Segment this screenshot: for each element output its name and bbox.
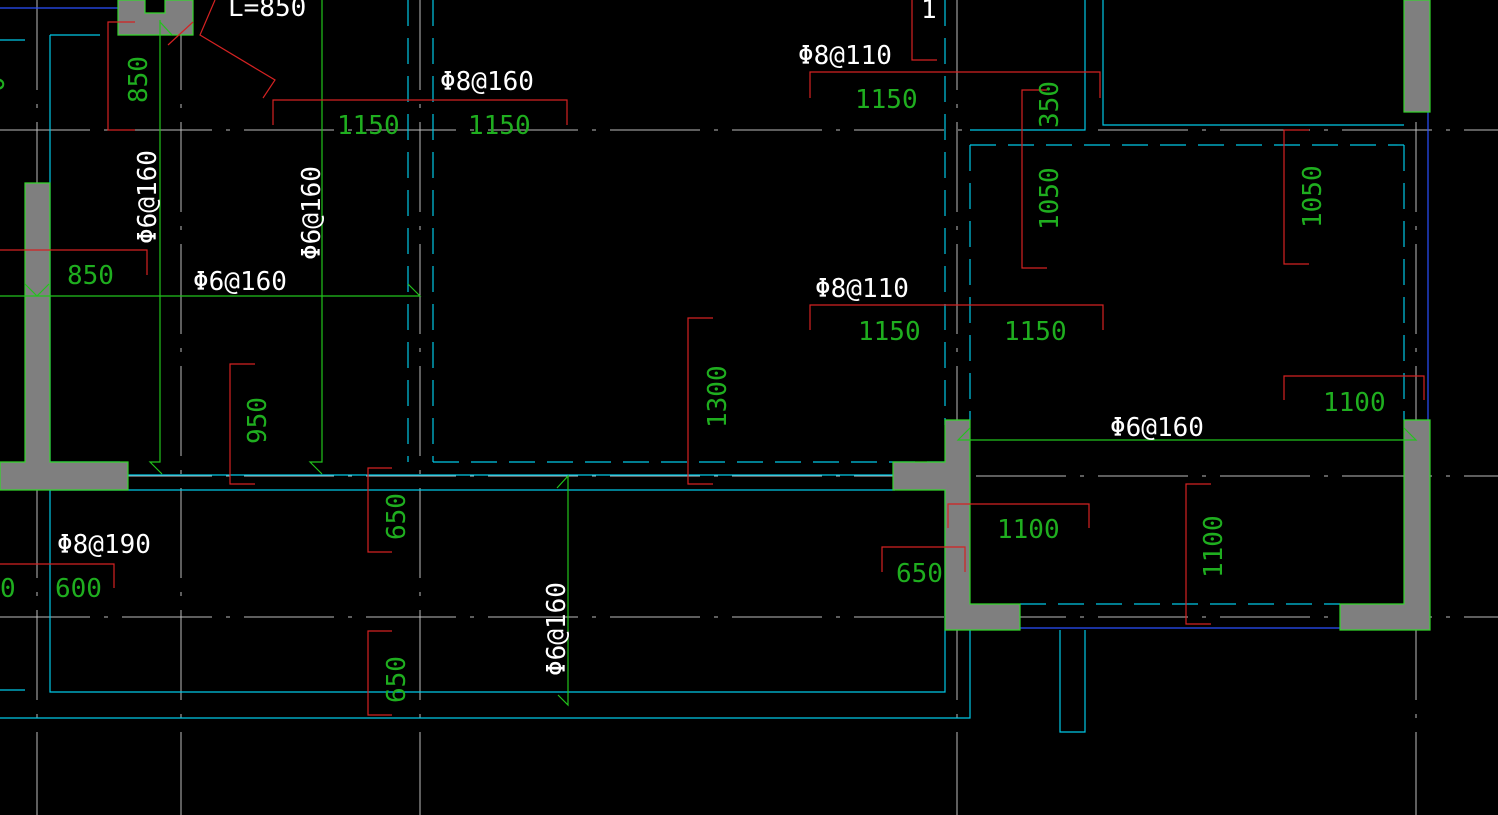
- rebar-labels: L=850 1 Φ8@160 Φ8@110 Φ8@110 Φ6@160 Φ8@1…: [57, 0, 1204, 676]
- dim-650-c: 650: [382, 656, 412, 703]
- dimension-labels: 850 1150 1150 1150 350 1050 1050 850 115…: [0, 56, 1386, 703]
- wall-left-column: [0, 182, 129, 491]
- dim-partial-left: 0: [0, 76, 11, 92]
- bracket-1100-a: [1283, 375, 1425, 400]
- beam-solid: [49, 35, 120, 463]
- dim-1100-c: 1100: [1199, 515, 1229, 578]
- bracket-1150-mid: [809, 304, 1104, 330]
- bracket-350-1050: [1021, 89, 1047, 269]
- bracket-1150-right-top: [809, 71, 1101, 98]
- wall-center: [892, 419, 1021, 631]
- rebar-label-top-right: Φ8@110: [798, 41, 892, 71]
- rebar-lines: [0, 0, 1418, 707]
- dim-600: 600: [55, 574, 102, 604]
- dim-1150-b: 1150: [468, 111, 531, 141]
- rebar-label-left-horiz: Φ6@160: [193, 267, 287, 297]
- dim-650-b: 650: [896, 559, 943, 589]
- rebar-vert-2: [308, 0, 323, 475]
- dim-1150-d: 1150: [858, 317, 921, 347]
- leader-line: [199, 0, 276, 99]
- dim-1100-b: 1100: [997, 515, 1060, 545]
- bracket-1150-top: [272, 99, 568, 125]
- bracket-1100-c: [1185, 483, 1211, 625]
- beam-outlines: [0, 0, 1405, 733]
- rebar-label-right-horiz: Φ6@160: [1110, 413, 1204, 443]
- leader-line: [167, 21, 194, 46]
- dim-850-left: 850: [67, 261, 114, 291]
- beam-solid: [1102, 0, 1404, 126]
- dim-650-a: 650: [382, 493, 412, 540]
- rebar-label-left-vert-2: Φ6@160: [297, 166, 327, 260]
- rebar-hook: [24, 283, 50, 297]
- rebar-label-top-left: Φ8@160: [440, 67, 534, 97]
- bracket-950: [229, 363, 255, 485]
- bracket-600: [0, 563, 115, 588]
- dim-1150-c: 1150: [855, 85, 918, 115]
- beam-solid: [1059, 630, 1086, 733]
- label-top-partial-2: 1: [921, 0, 937, 25]
- dim-1050-b: 1050: [1298, 165, 1328, 228]
- dim-1300: 1300: [703, 365, 733, 428]
- rebar-diag: [159, 21, 173, 36]
- bracket-650-c: [367, 630, 392, 716]
- walls: [0, 0, 1431, 631]
- bracket-1050-right: [1283, 129, 1309, 265]
- dim-1150-a: 1150: [337, 111, 400, 141]
- rebar-label-middle: Φ8@110: [815, 274, 909, 304]
- dim-350: 350: [1035, 81, 1065, 128]
- rebar-vert-1: [148, 20, 163, 475]
- dim-1100-a: 1100: [1323, 388, 1386, 418]
- rebar-label-left-vert-1: Φ6@160: [133, 150, 163, 244]
- dim-1050-a: 1050: [1035, 167, 1065, 230]
- beam-solid: [49, 490, 946, 693]
- brackets: [0, 0, 1425, 716]
- label-top-partial: L=850: [228, 0, 306, 23]
- rebar-label-bottom-left: Φ8@190: [57, 530, 151, 560]
- dim-600-partial: 0: [0, 574, 16, 604]
- bracket-650-b: [881, 546, 966, 572]
- wall-right-bottom: [1339, 419, 1431, 631]
- dim-950: 950: [243, 397, 273, 444]
- bracket-1300: [687, 317, 713, 485]
- rebar-horiz-left: [0, 283, 422, 297]
- wall-right-top: [1403, 0, 1431, 113]
- wall-top-left: [117, 0, 194, 36]
- bracket-850-top: [107, 21, 135, 131]
- bracket-top-partial: [911, 0, 937, 61]
- blue-lines: [0, 7, 1429, 629]
- rebar-horiz-right: [956, 427, 1418, 441]
- dim-1150-e: 1150: [1004, 317, 1067, 347]
- rebar-label-bottom-vert: Φ6@160: [542, 582, 572, 676]
- beam-solid: [970, 0, 1086, 131]
- bracket-650-a: [367, 467, 392, 553]
- beam-solid: [0, 630, 971, 719]
- dim-850-top: 850: [124, 56, 154, 103]
- bracket-1100-b: [947, 503, 1090, 528]
- rebar-vert-bottom: [556, 474, 569, 707]
- bracket-850-left: [0, 249, 148, 275]
